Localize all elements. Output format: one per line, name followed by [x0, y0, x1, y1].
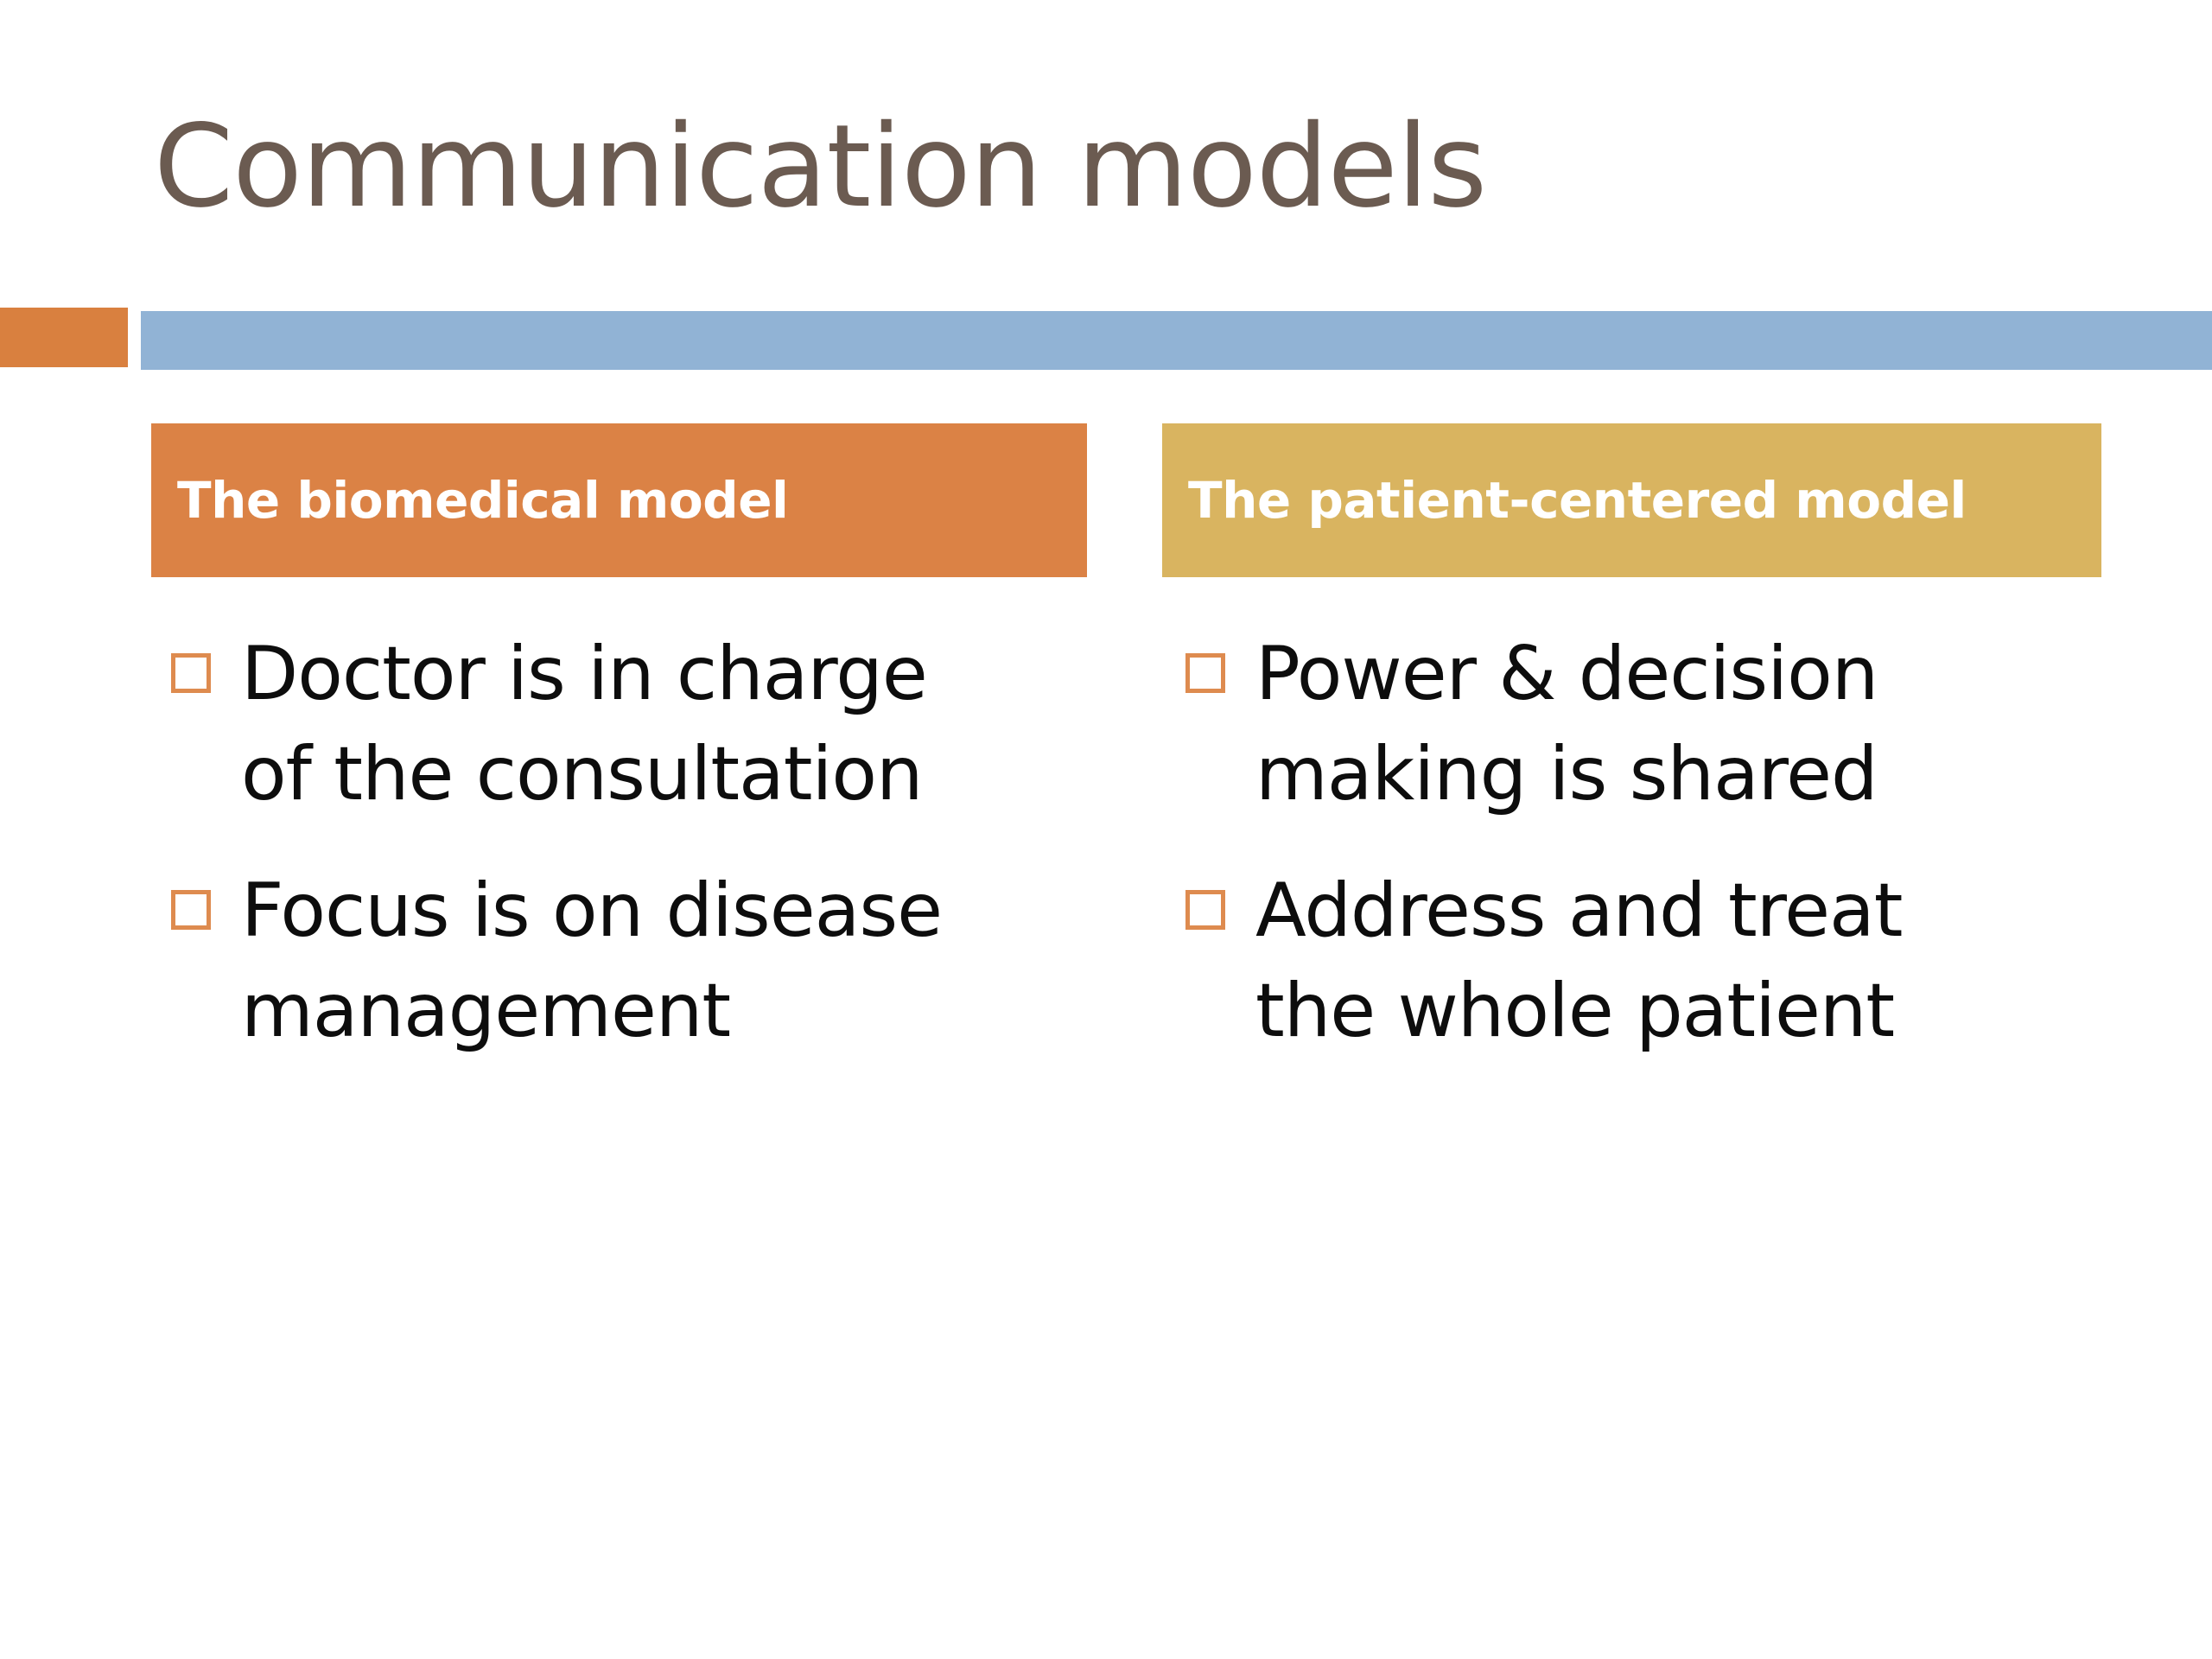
- list-item-label: Doctor is in charge of the consultation: [241, 631, 928, 817]
- square-bullet-icon: [1185, 890, 1225, 930]
- list-item: Doctor is in charge of the consultation: [171, 624, 1096, 824]
- list-item: Power & decision making is shared: [1185, 624, 2127, 824]
- divider-accent-block: [0, 308, 128, 367]
- bullet-list-patient-centered: Power & decision making is shared Addres…: [1185, 624, 2127, 1097]
- column-header-biomedical-label: The biomedical model: [177, 471, 789, 530]
- list-item-label: Focus is on disease management: [241, 868, 943, 1054]
- list-item: Focus is on disease management: [171, 861, 1096, 1061]
- page-title: Communication models: [154, 100, 1487, 233]
- list-item-label: Power & decision making is shared: [1255, 631, 1878, 817]
- list-item-label: Address and treat the whole patient: [1255, 868, 1903, 1054]
- square-bullet-icon: [171, 653, 211, 693]
- list-item: Address and treat the whole patient: [1185, 861, 2127, 1061]
- square-bullet-icon: [1185, 653, 1225, 693]
- column-header-patient-centered-label: The patient-centered model: [1188, 471, 1967, 530]
- divider-bar: [141, 311, 2212, 370]
- column-header-biomedical: The biomedical model: [151, 423, 1087, 577]
- bullet-list-biomedical: Doctor is in charge of the consultation …: [171, 624, 1096, 1097]
- square-bullet-icon: [171, 890, 211, 930]
- column-header-patient-centered: The patient-centered model: [1162, 423, 2101, 577]
